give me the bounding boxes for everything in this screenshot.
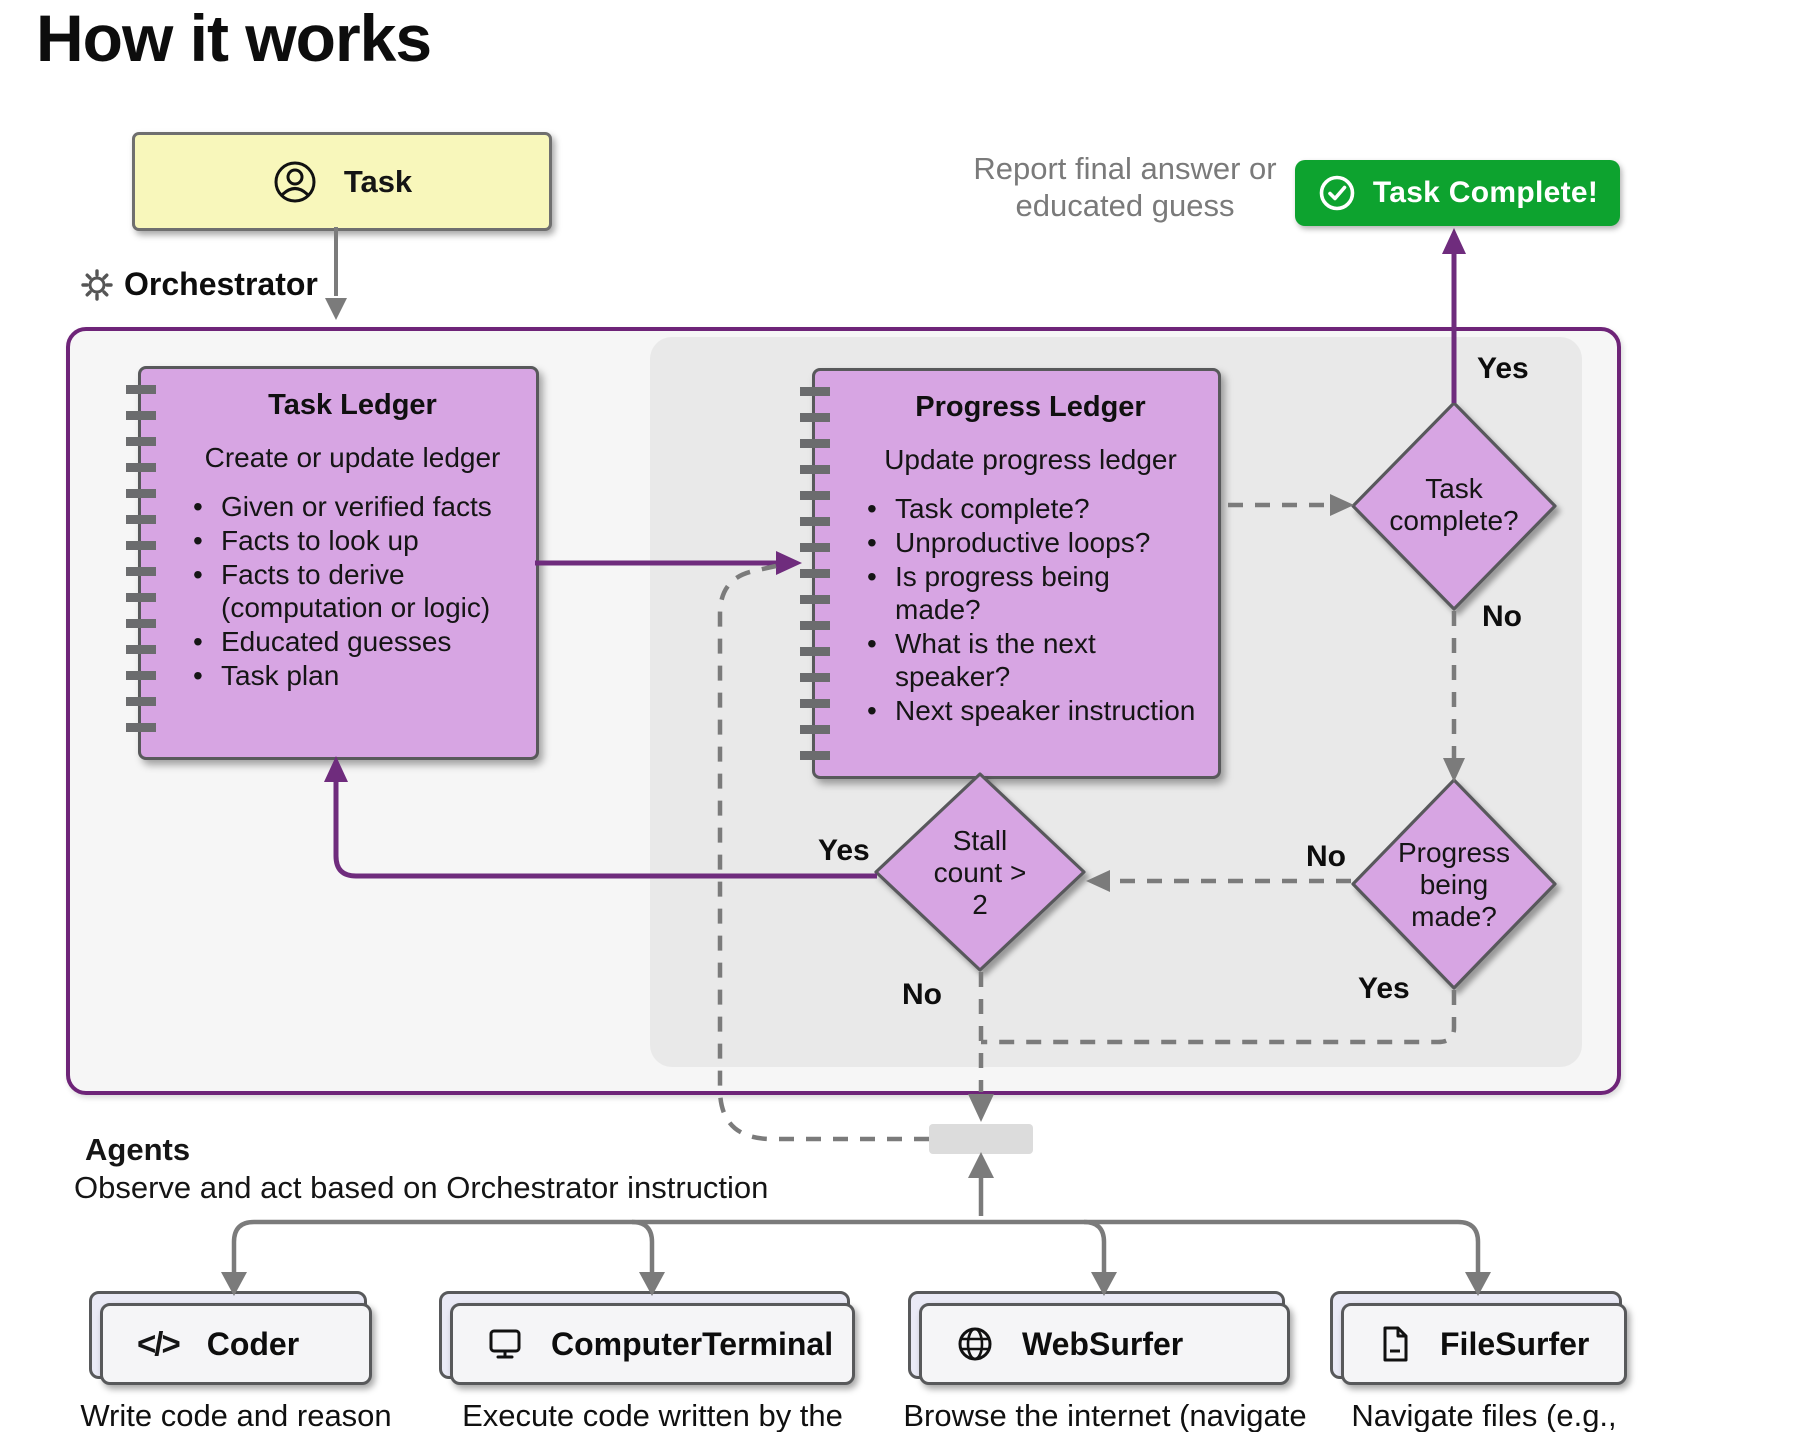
arrowhead: [325, 298, 347, 320]
terminal-icon: [489, 1329, 521, 1359]
progress-no-label: No: [1306, 840, 1346, 873]
stall-no-label: No: [902, 978, 942, 1011]
agent-caption-websurfer: Browse the internet (navigate: [903, 1398, 1307, 1432]
agent-caption-filesurfer: Navigate files (e.g.,: [1351, 1398, 1617, 1432]
progress-ledger-list: Task complete? Unproductive loops? Is pr…: [859, 492, 1202, 727]
globe-icon: [958, 1327, 992, 1361]
arrowhead: [968, 1152, 994, 1178]
task-complete-badge: Task Complete!: [1295, 160, 1620, 226]
list-item: Task complete?: [859, 492, 1202, 525]
progress-decision-label: Progress being made?: [1397, 837, 1511, 932]
agent-card-coder: </> Coder: [89, 1291, 372, 1385]
list-item: Task plan: [185, 659, 520, 692]
arrowhead: [968, 1094, 994, 1122]
list-item: What is the next speaker?: [859, 627, 1202, 693]
taskcomplete-yes-label: Yes: [1477, 352, 1529, 385]
task-ledger-subtitle: Create or update ledger: [204, 442, 501, 473]
agent-caption-computerterminal: Execute code written by the: [462, 1398, 843, 1432]
agent-card-filesurfer: FileSurfer: [1330, 1291, 1627, 1385]
list-item: Next speaker instruction: [859, 694, 1202, 727]
agents-subtitle: Observe and act based on Orchestrator in…: [74, 1170, 769, 1205]
check-circle-icon: [1319, 175, 1355, 211]
task-ledger-title: Task Ledger: [268, 389, 437, 421]
stall-yes-label: Yes: [818, 834, 870, 867]
agent-card-websurfer: WebSurfer: [908, 1291, 1290, 1385]
report-note: Report final answer or educated guess: [973, 151, 1277, 223]
user-icon: [274, 161, 316, 202]
taskcomplete-no-label: No: [1482, 600, 1522, 633]
task-complete-label: Task Complete!: [1372, 176, 1599, 209]
stall-decision-label: Stall count > 2: [933, 824, 1027, 920]
list-item: Facts to derive (computation or logic): [185, 558, 520, 624]
task-ledger: Task Ledger Create or update ledger Give…: [126, 366, 539, 760]
list-item: Given or verified facts: [185, 490, 520, 523]
agents-distribution-line: [231, 1219, 1481, 1280]
agents-heading: Agents: [85, 1132, 191, 1167]
orchestrator-label: Orchestrator: [80, 266, 318, 303]
task-complete-decision-label: Task complete?: [1389, 473, 1519, 536]
task-node-label: Task: [343, 163, 413, 199]
list-item: Unproductive loops?: [859, 526, 1202, 559]
list-item: Educated guesses: [185, 625, 520, 658]
list-item: Facts to look up: [185, 524, 520, 557]
task-node: Task: [132, 132, 552, 231]
agent-card-computerterminal: ComputerTerminal: [439, 1291, 855, 1385]
arrowhead: [1442, 228, 1466, 254]
progress-yes-label: Yes: [1358, 972, 1410, 1005]
agent-caption-coder: Write code and reason: [80, 1398, 392, 1432]
progress-ledger-title: Progress Ledger: [915, 391, 1146, 423]
file-icon: [1383, 1326, 1408, 1362]
spiral-binding: [126, 385, 156, 741]
progress-ledger-subtitle: Update progress ledger: [884, 444, 1177, 475]
task-ledger-list: Given or verified facts Facts to look up…: [185, 490, 520, 692]
progress-ledger: Progress Ledger Update progress ledger T…: [800, 368, 1221, 779]
orchestrator-agents-connector: [929, 1124, 1033, 1154]
gear-icon: [81, 268, 113, 301]
page-title: How it works: [36, 1, 432, 75]
code-icon: </>: [137, 1325, 181, 1362]
list-item: Is progress being made?: [859, 560, 1202, 626]
